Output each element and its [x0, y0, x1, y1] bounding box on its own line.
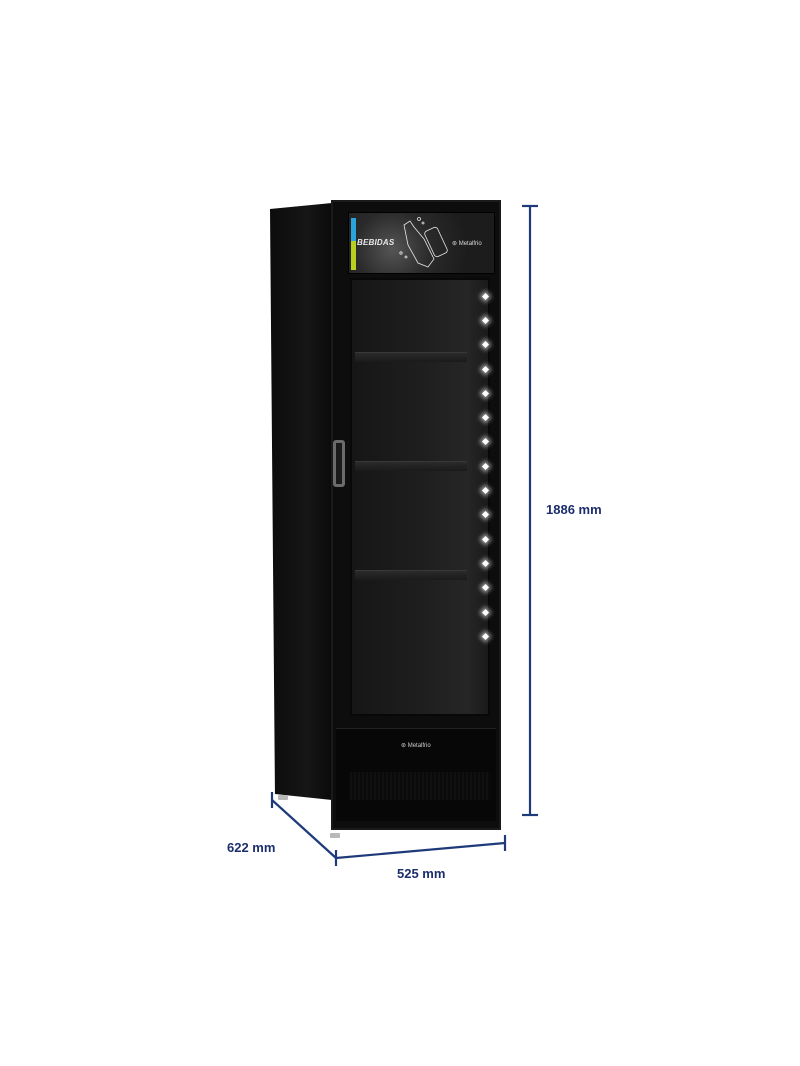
fridge-side-panel [270, 203, 332, 800]
header-brand: ⊛ Metalfrio [452, 241, 482, 247]
header-label: BEBIDAS [357, 238, 395, 247]
header-stripe-blue [351, 218, 356, 241]
base-brand: ⊛ Metalfrio [401, 743, 431, 749]
bottle-can-graphic-icon [399, 217, 448, 268]
height-label: 1886 mm [546, 502, 602, 517]
width-label: 525 mm [397, 866, 446, 881]
shelf [355, 461, 467, 471]
fridge-foot [330, 833, 340, 838]
ventilation-grille [350, 772, 490, 800]
brand-logo-icon: ⊛ [401, 743, 407, 749]
shelf [355, 570, 467, 580]
brand-logo-icon: ⊛ [452, 241, 458, 247]
glass-door [350, 278, 490, 716]
fridge-foot [278, 795, 288, 800]
header-panel [348, 212, 495, 274]
header-stripe-green [351, 241, 356, 270]
depth-label: 622 mm [227, 840, 276, 855]
shelf [355, 352, 467, 362]
door-handle [333, 440, 345, 487]
